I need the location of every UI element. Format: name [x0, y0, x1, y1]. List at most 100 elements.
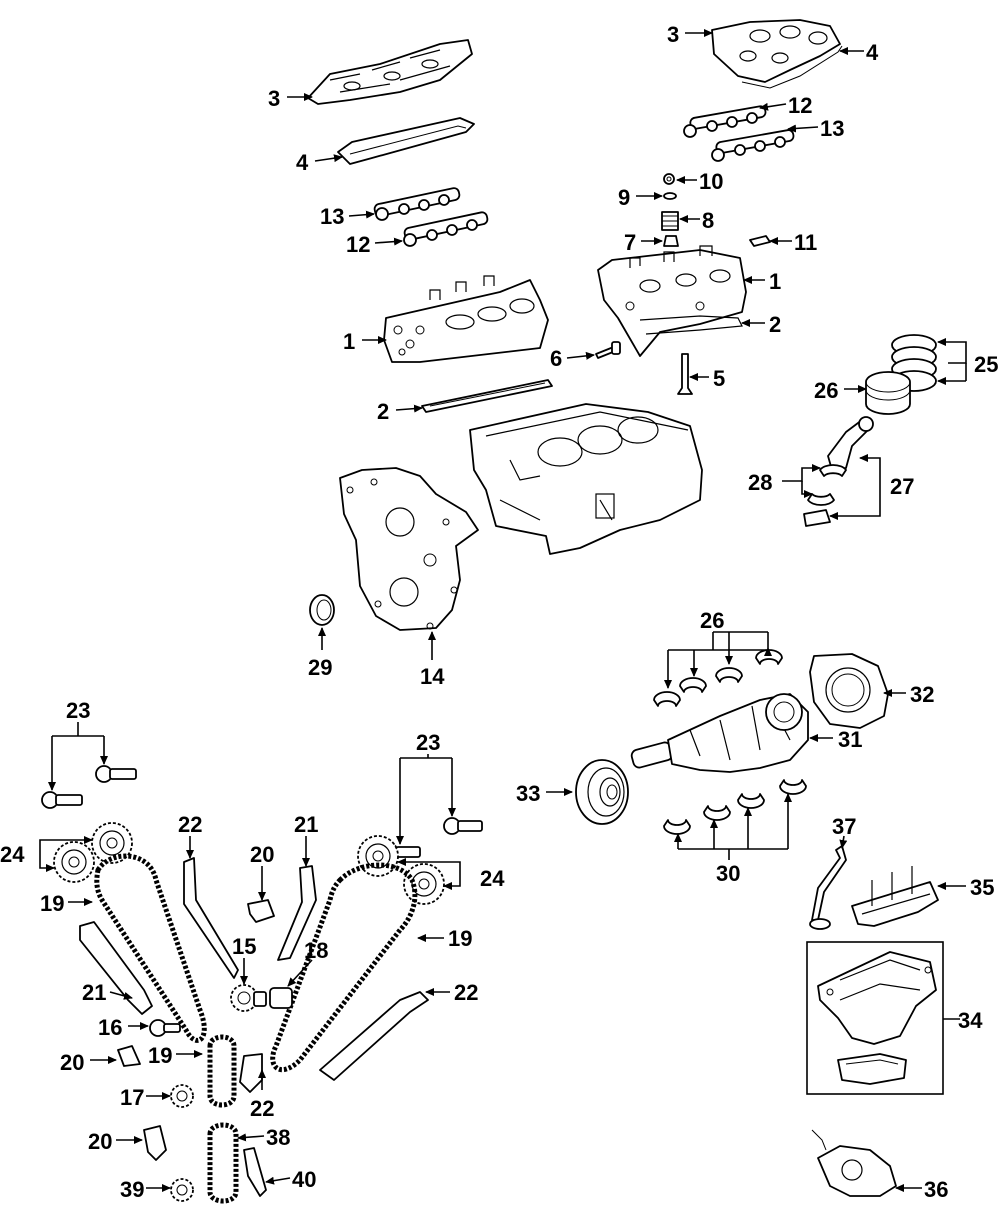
callout-30: 30 — [716, 861, 740, 886]
timing-cover — [339, 467, 479, 631]
callout-4-right: 4 — [866, 40, 879, 65]
main-bearing-lower — [663, 779, 807, 835]
callout-4-left: 4 — [296, 150, 309, 175]
callout-2-left: 2 — [377, 399, 389, 424]
callout-21-upper: 21 — [294, 812, 318, 837]
callout-16: 16 — [98, 1015, 122, 1040]
callout-22-upper: 22 — [178, 812, 202, 837]
oil-baffle — [851, 866, 939, 927]
valve-stem-seal — [663, 235, 679, 247]
callout-27: 27 — [890, 474, 914, 499]
callout-2-right: 2 — [769, 312, 781, 337]
callout-24-right: 24 — [480, 866, 505, 891]
cam-sprocket-bolts-left — [41, 765, 137, 809]
oil-pump-chain — [207, 1122, 239, 1204]
callout-33: 33 — [516, 781, 540, 806]
callout-24-left: 24 — [0, 842, 25, 867]
oil-pump — [811, 1129, 897, 1197]
timing-chain-primary — [207, 1034, 237, 1108]
valve-keeper — [663, 173, 675, 185]
tensioner-bushing — [269, 987, 293, 1009]
callout-23-right: 23 — [416, 730, 440, 755]
chain-guide-left-upper — [183, 857, 239, 979]
chain-tensioner-upper — [247, 899, 275, 923]
tensioner-arm-center — [277, 865, 317, 961]
callout-38: 38 — [266, 1125, 290, 1150]
valve-lash-adjuster — [749, 235, 771, 247]
camshaft-left-lower — [403, 211, 489, 247]
callout-7: 7 — [624, 230, 636, 255]
callout-15: 15 — [232, 934, 256, 959]
callout-20-upper: 20 — [250, 842, 274, 867]
cam-phasers-left — [53, 822, 133, 883]
callout-20-lower: 20 — [88, 1129, 112, 1154]
callout-21-lower: 21 — [82, 980, 106, 1005]
callout-19-right: 19 — [448, 926, 472, 951]
callout-13-left: 13 — [320, 204, 344, 229]
parts-artwork — [41, 19, 944, 1204]
valve-cover-left — [307, 39, 473, 105]
callout-3-left: 3 — [268, 86, 280, 111]
chain-tensioner-lower — [143, 1125, 167, 1161]
callout-29: 29 — [308, 655, 332, 680]
callout-20-middle: 20 — [60, 1050, 84, 1075]
callout-36: 36 — [924, 1177, 948, 1202]
oil-pump-drive-sprocket — [170, 1084, 194, 1108]
chain-guide-primary — [239, 1053, 263, 1093]
oil-pump-chain-guide — [243, 1147, 267, 1197]
piston — [865, 371, 911, 415]
callout-12-left: 12 — [346, 232, 370, 257]
idler-bolt — [149, 1019, 181, 1037]
valve — [677, 353, 693, 395]
callout-31: 31 — [838, 727, 862, 752]
head-bolt — [595, 341, 621, 359]
callout-22-lower: 22 — [250, 1096, 274, 1121]
callout-18: 18 — [304, 938, 328, 963]
callout-22-right: 22 — [454, 980, 478, 1005]
callout-23-left: 23 — [66, 698, 90, 723]
crankshaft-sprocket — [230, 984, 267, 1012]
callout-26-bearings: 26 — [700, 608, 724, 633]
camshaft-right-lower — [711, 129, 795, 162]
callout-1-right: 1 — [769, 269, 781, 294]
main-bearing-upper — [653, 649, 783, 707]
chain-guide-right-lower — [319, 991, 429, 1081]
connecting-rod — [827, 416, 874, 471]
callout-labels: 3 4 13 12 1 2 6 3 4 12 13 10 9 8 7 11 1 … — [0, 22, 998, 1202]
callout-19-left: 19 — [40, 891, 64, 916]
chain-tensioner-middle — [117, 1045, 141, 1067]
callout-34: 34 — [958, 1008, 983, 1033]
engine-block — [469, 403, 703, 555]
callout-3-right: 3 — [667, 22, 679, 47]
callout-12-right: 12 — [788, 93, 812, 118]
crankshaft-pulley — [575, 759, 629, 825]
callout-19-center: 19 — [148, 1043, 172, 1068]
valve-cover-right — [711, 19, 841, 83]
callout-32: 32 — [910, 682, 934, 707]
rod-bearing-cap — [803, 509, 831, 527]
callout-1-left: 1 — [343, 329, 355, 354]
callout-28: 28 — [748, 470, 772, 495]
callout-6: 6 — [550, 346, 562, 371]
callout-5: 5 — [713, 366, 725, 391]
timing-chain-left — [94, 853, 207, 1043]
cylinder-head-right — [597, 245, 747, 357]
callout-37: 37 — [832, 814, 856, 839]
callout-35: 35 — [970, 875, 994, 900]
valve-cover-gasket-left — [337, 117, 475, 165]
callout-9: 9 — [618, 185, 630, 210]
callout-13-right: 13 — [820, 116, 844, 141]
valve-spring — [661, 211, 679, 231]
oil-pump-sprocket — [170, 1178, 194, 1202]
crankshaft-front-seal — [309, 594, 335, 626]
rod-bearing-upper — [819, 464, 847, 477]
callout-8: 8 — [702, 208, 714, 233]
callout-17: 17 — [120, 1085, 144, 1110]
callout-14: 14 — [420, 664, 445, 689]
oil-pickup-tube — [809, 845, 847, 930]
tensioner-arm-left — [79, 921, 153, 1015]
callout-26-piston: 26 — [814, 378, 838, 403]
callout-10: 10 — [699, 169, 723, 194]
head-gasket-left — [421, 379, 553, 413]
